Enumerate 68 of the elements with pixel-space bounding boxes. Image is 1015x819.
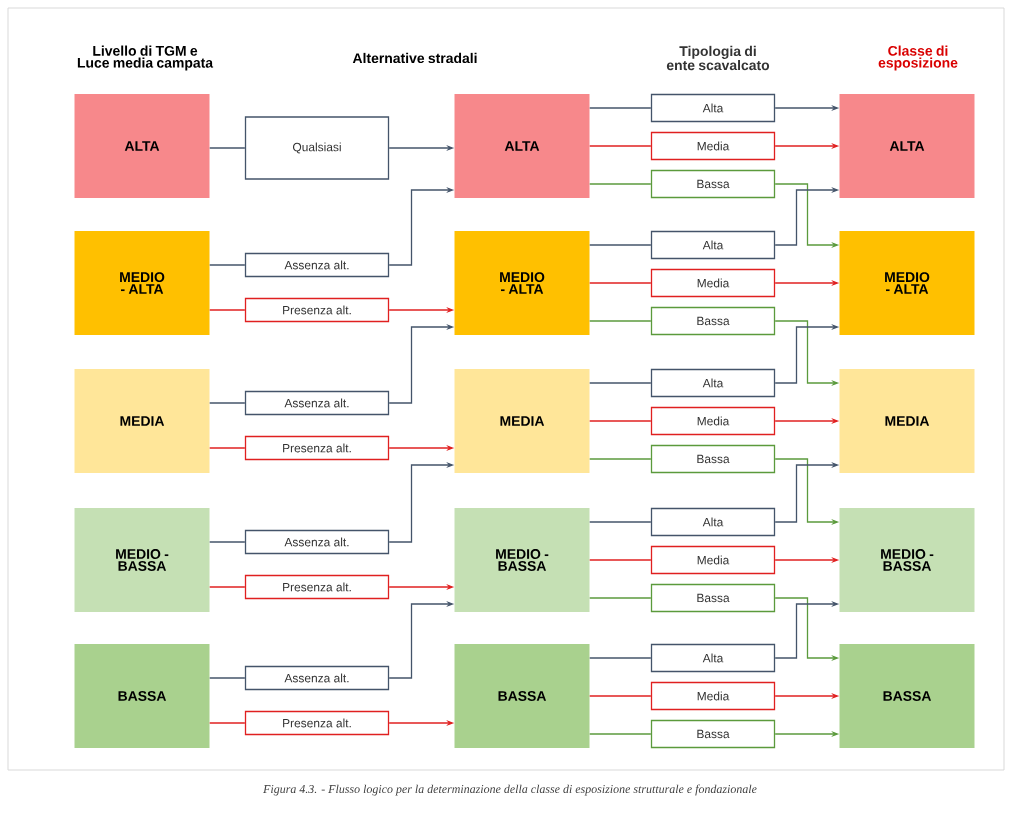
option-box: Alta	[650, 643, 776, 673]
level-box: MEDIO - BASSA	[74, 508, 210, 612]
connector-line	[209, 147, 246, 149]
level-box: MEDIO - ALTA	[454, 231, 590, 335]
connector-line	[589, 420, 652, 422]
connector-line	[589, 521, 652, 523]
connector-line	[209, 586, 246, 588]
level-box: MEDIA	[74, 369, 210, 473]
level-box: MEDIO - ALTA	[839, 231, 975, 335]
option-box: Bassa	[650, 444, 776, 474]
option-box: Media	[650, 406, 776, 436]
column-heading: Livello di TGM e Luce media campata	[77, 45, 214, 71]
column-heading: Alternative stradali	[352, 52, 477, 64]
option-box: Media	[650, 268, 776, 298]
connector-line	[589, 597, 652, 599]
level-box: MEDIO - ALTA	[74, 231, 210, 335]
option-box: Assenza alt.	[244, 665, 390, 691]
connector-line	[209, 541, 246, 543]
option-box: Qualsiasi	[244, 116, 390, 180]
connector-line	[209, 402, 246, 404]
connector-line	[589, 657, 652, 659]
option-box: Presenza alt.	[244, 574, 390, 600]
option-box: Bassa	[650, 719, 776, 749]
connector-line	[209, 309, 246, 311]
option-box: Media	[650, 131, 776, 161]
connector-line	[589, 458, 652, 460]
option-box: Assenza alt.	[244, 529, 390, 555]
level-box: BASSA	[454, 644, 590, 748]
level-box: BASSA	[839, 644, 975, 748]
connector-line	[589, 145, 652, 147]
connector-line	[589, 382, 652, 384]
caption: Figura 4.3. - Flusso logico per la determinazione della classe di esposizione strutturale e fondazionale	[263, 784, 757, 796]
level-box: MEDIA	[839, 369, 975, 473]
level-box: ALTA	[454, 94, 590, 198]
option-box: Alta	[650, 507, 776, 537]
connector-line	[589, 320, 652, 322]
connector-line	[589, 282, 652, 284]
connector-line	[589, 183, 652, 185]
connector-line	[209, 264, 246, 266]
level-box: MEDIA	[454, 369, 590, 473]
connector-line	[209, 677, 246, 679]
connector-line	[589, 244, 652, 246]
connector-line	[209, 447, 246, 449]
option-box: Alta	[650, 93, 776, 123]
option-box: Assenza alt.	[244, 252, 390, 278]
option-box: Bassa	[650, 169, 776, 199]
connector-line	[589, 695, 652, 697]
option-box: Presenza alt.	[244, 297, 390, 323]
level-box: ALTA	[74, 94, 210, 198]
connector-line	[589, 107, 652, 109]
level-box: BASSA	[74, 644, 210, 748]
option-box: Assenza alt.	[244, 390, 390, 416]
connector-line	[589, 733, 652, 735]
option-box: Alta	[650, 230, 776, 260]
level-box: MEDIO - BASSA	[839, 508, 975, 612]
option-box: Media	[650, 681, 776, 711]
connector-line	[589, 559, 652, 561]
option-box: Bassa	[650, 306, 776, 336]
option-box: Bassa	[650, 583, 776, 613]
level-box: ALTA	[839, 94, 975, 198]
level-box: MEDIO - BASSA	[454, 508, 590, 612]
column-heading: Classe di esposizione	[878, 45, 958, 71]
option-box: Media	[650, 545, 776, 575]
option-box: Alta	[650, 368, 776, 398]
connector-line	[209, 722, 246, 724]
option-box: Presenza alt.	[244, 710, 390, 736]
column-heading: Tipologia di ente scavalcato	[666, 45, 770, 71]
option-box: Presenza alt.	[244, 435, 390, 461]
